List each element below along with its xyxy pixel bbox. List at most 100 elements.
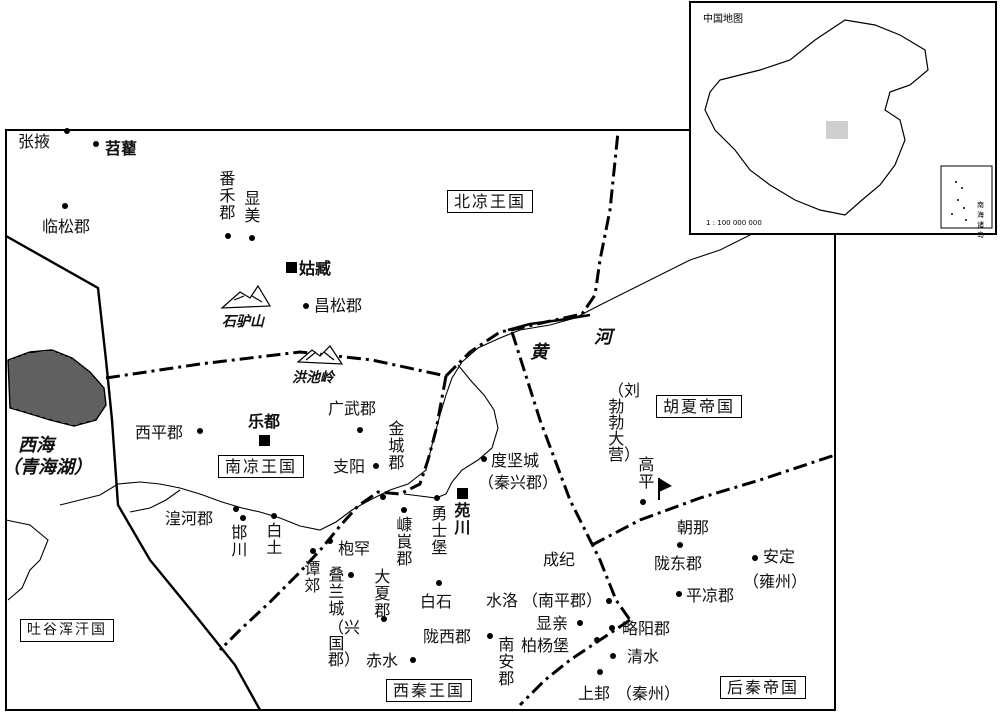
label-linsongjun: 临松郡: [42, 217, 91, 236]
label-lianlangjun: 嵻峎郡: [396, 515, 413, 568]
label-guangwujun: 广武郡: [328, 399, 377, 418]
label-boyangbao: 柏杨堡: [521, 636, 570, 655]
label-yuanchuan: 苑川: [454, 501, 471, 537]
kingdom-tuyuhun: 吐谷浑汗国: [20, 619, 114, 642]
label-daxiajun: 大夏郡: [374, 567, 391, 620]
label-shanggui: 上邽: [578, 684, 611, 703]
label-yongzhou: （雍州）: [743, 572, 808, 591]
label-longdongjun: 陇东郡: [654, 554, 703, 573]
dot-boyang: [594, 637, 600, 643]
dot-longxi: [487, 633, 493, 639]
dot-dielan: [348, 572, 354, 578]
china-outline: [704, 19, 929, 216]
label-yongshibao: 勇士堡: [431, 504, 448, 557]
label-huanghejun: 湟河郡: [165, 509, 214, 528]
label-ledu: 乐都: [248, 412, 281, 431]
label-qinghaihu: （青海湖）: [2, 457, 92, 478]
label-huang: 黄: [530, 342, 548, 363]
label-liubobo: （刘勃勃大营）: [608, 381, 641, 464]
dot-jincheng: [380, 494, 386, 500]
label-fanhejun: 番禾郡: [219, 169, 236, 222]
tuyuhun-border: [5, 234, 262, 711]
dot-chishui: [410, 657, 416, 663]
dot-shuiluo: [606, 598, 612, 604]
dot-baohan: [327, 538, 333, 544]
label-shuiluo: 水洛: [486, 591, 519, 610]
kingdom-huxia: 胡夏帝国: [656, 395, 743, 418]
label-nanpingjun: （南平郡）: [522, 591, 603, 610]
label-changsongjun: 昌松郡: [314, 296, 363, 315]
dot-xianqin: [577, 620, 583, 626]
capital-guzang: [286, 262, 297, 273]
label-guzang: 姑臧: [299, 259, 332, 278]
kingdom-beiliang: 北凉王国: [447, 190, 534, 213]
label-jinchengjun: 金城郡: [388, 419, 405, 472]
dot-linsong: [62, 203, 68, 209]
label-shiluoshan: 石驴山: [222, 314, 264, 330]
dot-dujian: [481, 456, 487, 462]
dot-xiping: [197, 428, 203, 434]
inset-title: 中国地图: [703, 14, 743, 25]
kingdom-borders: [105, 131, 836, 707]
inset-scale: 1 : 100 000 000: [706, 219, 762, 227]
label-xipingjun: 西平郡: [135, 423, 184, 442]
dot-changsong: [303, 303, 309, 309]
label-xingguojun: （兴国郡）: [328, 618, 361, 669]
label-chishui: 赤水: [366, 651, 399, 670]
dot-tiaotang: [93, 141, 99, 147]
capital-yuanchuan: [457, 488, 468, 499]
dot-zhiyang: [373, 463, 379, 469]
dot-lueyang: [609, 625, 615, 631]
dot-shanggui: [597, 669, 603, 675]
label-pingliangjun: 平凉郡: [686, 586, 735, 605]
label-baishi: 白石: [420, 592, 453, 611]
mountain-shiluoshan-icon: [220, 284, 272, 309]
kingdom-houqin: 后秦帝国: [720, 676, 807, 699]
dot-pingliang: [676, 591, 682, 597]
label-qingshui: 清水: [627, 647, 660, 666]
dot-xianmei: [249, 235, 255, 241]
mountain-hongchiling-icon: [296, 345, 344, 365]
label-zhiyang: 支阳: [333, 457, 366, 476]
label-zhangye: 张掖: [18, 132, 51, 151]
dot-chaona: [677, 542, 683, 548]
label-dujiancheng: 度坚城: [491, 451, 540, 470]
inset-highlight: [826, 121, 848, 139]
inset-south-sea-box: [940, 165, 993, 229]
label-xihai: 西海: [18, 435, 54, 456]
dot-fanhe: [225, 233, 231, 239]
label-he: 河: [594, 327, 612, 348]
label-chengji: 成纪: [543, 550, 576, 569]
label-anding: 安定: [763, 547, 796, 566]
capital-ledu: [259, 435, 270, 446]
label-gaoping: 高平: [638, 455, 655, 491]
label-xianqin: 显亲: [536, 614, 569, 633]
dot-baishi: [436, 580, 442, 586]
kingdom-xiqin: 西秦王国: [386, 679, 473, 702]
label-xianmei: 显美: [244, 189, 261, 225]
dot-huanghe: [233, 506, 239, 512]
dot-pichuan: [240, 515, 246, 521]
label-hongchiling: 洪池岭: [292, 370, 334, 386]
label-baitu: 白土: [266, 521, 283, 557]
dot-guangwu: [357, 427, 363, 433]
label-pichuan: 邯川: [231, 523, 248, 559]
label-dielancheng: 叠兰城: [328, 565, 345, 618]
kingdom-nanliang: 南凉王国: [218, 455, 305, 478]
label-lueyangjun: 略阳郡: [622, 619, 671, 638]
dot-daxia: [381, 616, 387, 622]
label-tanjiao: 谭郊: [304, 559, 321, 595]
dot-anding: [752, 555, 758, 561]
south-sea-label: 南海诸岛: [977, 201, 984, 239]
label-qinxingjun: （秦兴郡）: [478, 473, 559, 492]
label-qinzhou: （秦州）: [616, 684, 681, 703]
label-nananjun: 南安郡: [498, 635, 515, 688]
south-sea-islands: [951, 181, 967, 221]
dot-tanjiao: [310, 548, 316, 554]
label-baohan: 枹罕: [338, 539, 371, 558]
label-chaona: 朝那: [677, 518, 710, 537]
dot-zhangye: [64, 128, 70, 134]
gaoping-flag-icon: [658, 478, 672, 500]
qinghai-lake: [7, 349, 107, 427]
